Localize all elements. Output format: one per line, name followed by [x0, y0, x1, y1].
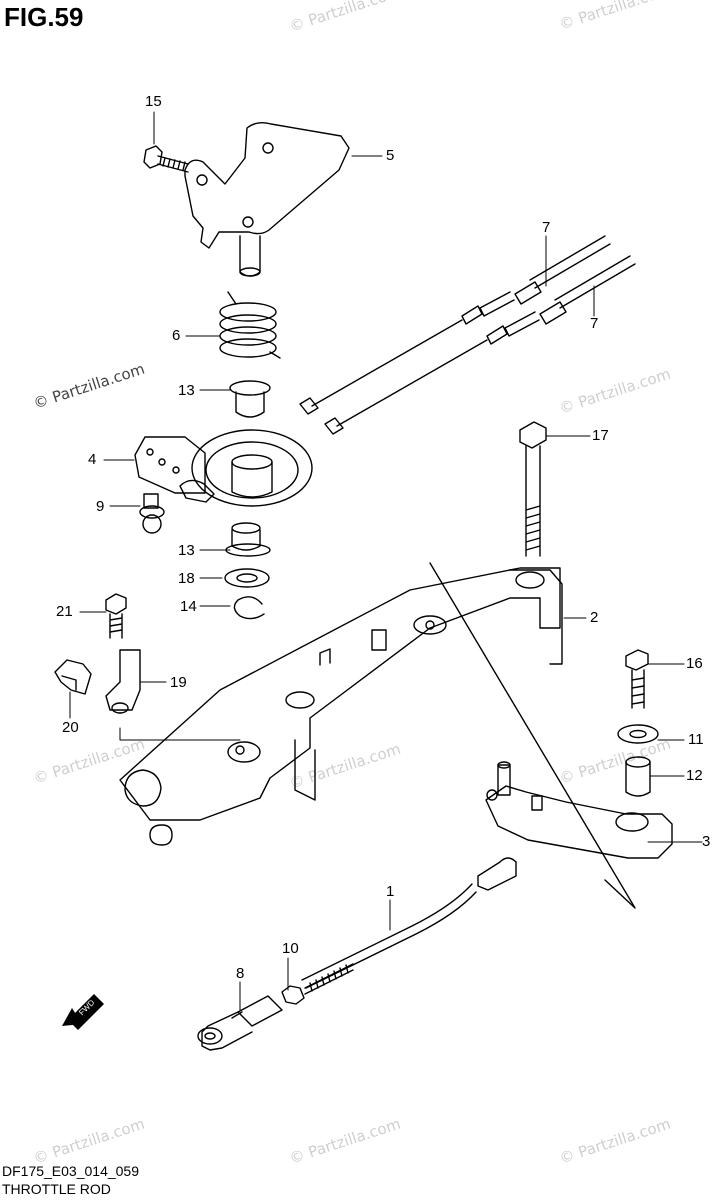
callout-13: 13: [178, 542, 195, 559]
joint-8: [197, 995, 283, 1051]
washer-18: [224, 568, 270, 588]
callout-10: 10: [282, 940, 299, 957]
cable-7a: [299, 235, 611, 415]
bush-13b: [225, 522, 271, 557]
rod-1: [301, 857, 517, 995]
callout-17: 17: [592, 427, 609, 444]
clip-14: [233, 596, 265, 620]
leader-line-diagonal: [429, 562, 636, 909]
bracket-5: [184, 121, 350, 277]
diagram-code: DF175_E03_014_059: [2, 1163, 140, 1179]
bush-13a: [229, 380, 271, 418]
clip-20: [54, 659, 92, 695]
callout-7: 7: [590, 315, 599, 332]
bolt-16: [625, 649, 649, 709]
callout-15: 15: [145, 93, 162, 110]
collar-12: [625, 756, 651, 797]
callout-1: 1: [386, 883, 395, 900]
callout-8: 8: [236, 965, 245, 982]
bolt-21: [105, 593, 127, 639]
callout-4: 4: [88, 451, 97, 468]
bracket-2: [119, 567, 563, 846]
callout-18: 18: [178, 570, 195, 587]
link-arm-3: [485, 761, 673, 859]
callout-3: 3: [702, 833, 711, 850]
callout-6: 6: [172, 327, 181, 344]
callout-14: 14: [180, 598, 197, 615]
callout-11: 11: [688, 731, 704, 748]
callout-5: 5: [386, 147, 395, 164]
callout-20: 20: [62, 719, 79, 736]
callout-12: 12: [686, 767, 703, 784]
callout-21: 21: [56, 603, 73, 620]
plate-19: [105, 649, 141, 714]
callout-7: 7: [542, 219, 551, 236]
forward-arrow-icon: [62, 994, 104, 1030]
diagram-title: THROTTLE ROD: [2, 1181, 111, 1197]
cable-7b: [324, 255, 636, 435]
callout-9: 9: [96, 498, 105, 515]
callout-19: 19: [170, 674, 187, 691]
bolt-17: [519, 421, 547, 557]
callout-2: 2: [590, 609, 599, 626]
bolt-15: [143, 145, 189, 173]
spring-6: [219, 291, 281, 359]
lever-4: [134, 429, 313, 507]
leader-lines: [69, 111, 703, 1011]
nut-10: [281, 985, 305, 1005]
callout-16: 16: [686, 655, 703, 672]
ball-joint-9: [139, 493, 165, 534]
washer-11: [617, 724, 659, 744]
figure-title: FIG.59: [4, 2, 84, 32]
callout-13: 13: [178, 382, 195, 399]
